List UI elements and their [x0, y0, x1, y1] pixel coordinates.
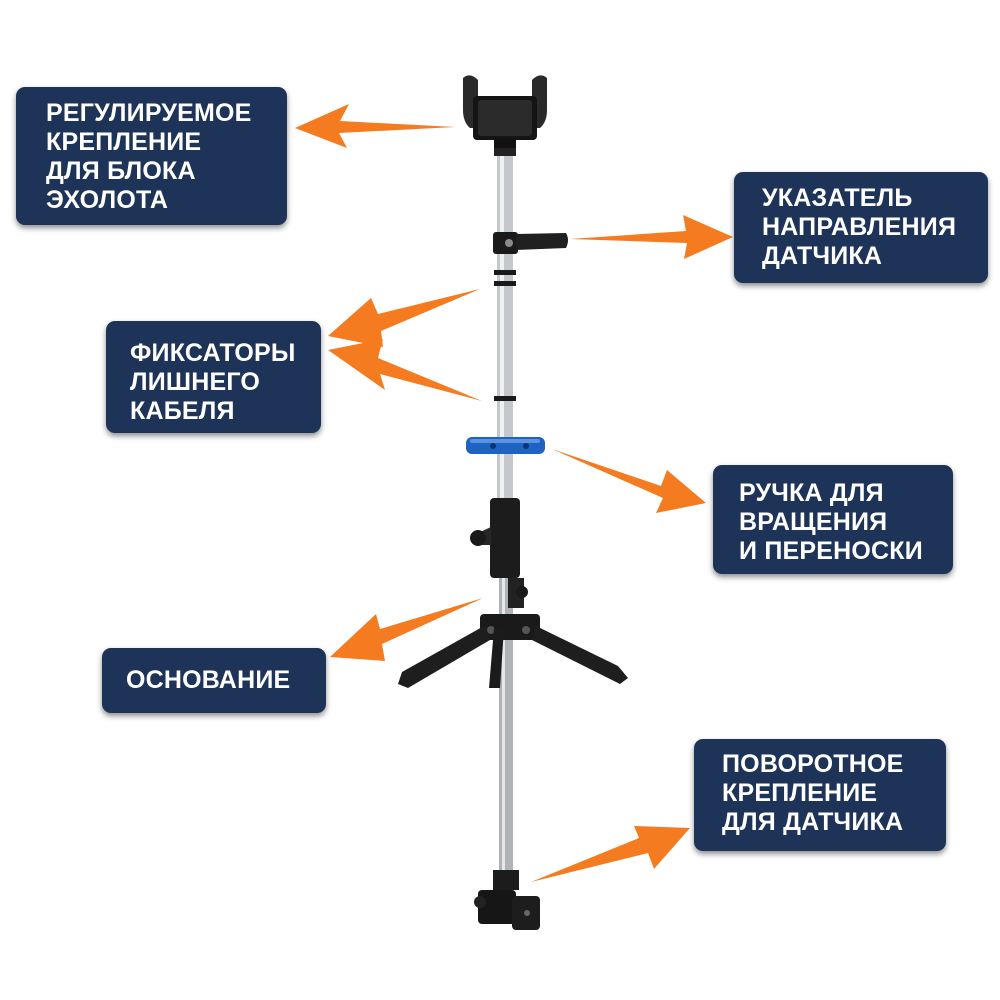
- label-rotation-handle: РУЧКА ДЛЯ ВРАЩЕНИЯ И ПЕРЕНОСКИ: [713, 465, 953, 574]
- arrow-to-base: [330, 598, 483, 661]
- label-direction-pointer: УКАЗАТЕЛЬ НАПРАВЛЕНИЯ ДАТЧИКА: [734, 172, 988, 283]
- arrow-to-mount: [295, 104, 455, 148]
- label-line: ФИКСАТОРЫ: [130, 339, 296, 367]
- arrow-to-pointer: [570, 215, 733, 259]
- label-line: ДЛЯ ДАТЧИКА: [722, 808, 904, 836]
- label-swivel-sensor-mount: ПОВОРОТНОЕ КРЕПЛЕНИЕ ДЛЯ ДАТЧИКА: [694, 739, 946, 851]
- label-line: ЛИШНЕГО: [130, 368, 261, 396]
- label-line: КРЕПЛЕНИЕ: [46, 128, 202, 156]
- label-line: ЭХОЛОТА: [46, 186, 169, 214]
- label-line: ПОВОРОТНОЕ: [722, 750, 904, 778]
- label-line: ОСНОВАНИЕ: [126, 666, 291, 694]
- arrow-to-clips-2: [328, 339, 482, 401]
- label-line: И ПЕРЕНОСКИ: [739, 537, 923, 565]
- label-cable-clips: ФИКСАТОРЫ ЛИШНЕГО КАБЕЛЯ: [106, 321, 321, 433]
- label-line: КАБЕЛЯ: [130, 397, 235, 425]
- fishfinder-holder: [463, 75, 547, 148]
- label-line: УКАЗАТЕЛЬ: [762, 184, 913, 212]
- base-tripod: [398, 498, 628, 688]
- label-line: РУЧКА ДЛЯ: [739, 479, 884, 507]
- arrow-to-sensor-mount: [531, 826, 690, 882]
- label-line: ДЛЯ БЛОКА: [46, 157, 196, 185]
- cable-clips: [494, 270, 516, 401]
- rotation-handle: [466, 437, 545, 454]
- label-base: ОСНОВАНИЕ: [102, 648, 326, 713]
- label-line: ВРАЩЕНИЯ: [739, 508, 888, 536]
- label-line: КРЕПЛЕНИЕ: [722, 779, 878, 807]
- arrow-to-clips-1: [328, 289, 480, 347]
- swivel-sensor-mount: [474, 870, 540, 930]
- sensor-direction-pointer: [493, 232, 568, 254]
- callout-arrows: [295, 104, 733, 882]
- label-adjustable-mount: РЕГУЛИРУЕМОЕ КРЕПЛЕНИЕ ДЛЯ БЛОКА ЭХОЛОТА: [16, 87, 287, 225]
- arrow-to-handle: [552, 449, 706, 513]
- label-line: НАПРАВЛЕНИЯ: [762, 213, 957, 241]
- label-line: РЕГУЛИРУЕМОЕ: [46, 99, 252, 127]
- label-line: ДАТЧИКА: [762, 242, 883, 270]
